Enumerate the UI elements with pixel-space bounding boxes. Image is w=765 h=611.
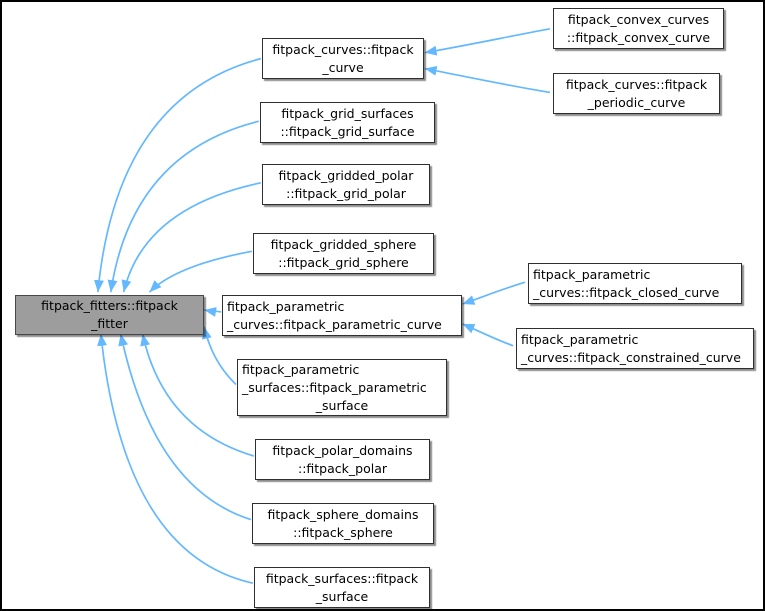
inheritance-arrow-parametric-surface-to-fitter <box>201 326 237 386</box>
node-label-line: fitpack_convex_curves <box>567 11 710 27</box>
inheritance-arrow-polar-to-fitter <box>140 333 255 457</box>
node-label-line: _curves::fitpack_parametric_curve <box>227 316 442 332</box>
node-label-line: fitpack_parametric <box>533 266 651 282</box>
node-fitpack-constrained-curve[interactable]: fitpack_parametric _curves::fitpack_cons… <box>516 328 754 369</box>
node-label-line: _surface <box>315 588 369 604</box>
node-label-line: fitpack_fitters::fitpack <box>41 298 178 313</box>
node-fitpack-sphere[interactable]: fitpack_sphere_domains ::fitpack_sphere <box>252 503 434 544</box>
node-fitpack-parametric-curve[interactable]: fitpack_parametric _curves::fitpack_para… <box>222 295 462 336</box>
node-fitpack-closed-curve[interactable]: fitpack_parametric _curves::fitpack_clos… <box>528 263 742 304</box>
inheritance-arrow-parametric-curve-to-fitter <box>204 307 222 317</box>
node-fitpack-surface[interactable]: fitpack_surfaces::fitpack _surface <box>254 567 430 608</box>
node-label-line: fitpack_surfaces::fitpack <box>265 570 419 586</box>
node-label-line: _fitter <box>91 316 128 331</box>
node-label-line: fitpack_parametric <box>521 331 639 347</box>
node-label-line: _curves::fitpack_closed_curve <box>533 284 720 300</box>
node-label-line: ::fitpack_grid_polar <box>286 185 406 201</box>
node-label-line: fitpack_gridded_sphere <box>270 236 417 252</box>
node-label-line: fitpack_gridded_polar <box>278 167 414 183</box>
node-label-line: _surface <box>315 397 369 413</box>
node-label-line: _periodic_curve <box>587 94 686 110</box>
node-label-line: ::fitpack_grid_surface <box>280 123 415 139</box>
node-label-line: ::fitpack_sphere <box>293 524 393 540</box>
node-label-line: fitpack_grid_surfaces <box>281 105 414 121</box>
node-label-line: fitpack_parametric <box>227 298 345 314</box>
node-label-line: fitpack_parametric <box>242 361 360 377</box>
node-fitpack-convex-curve[interactable]: fitpack_convex_curves ::fitpack_convex_c… <box>553 8 724 49</box>
node-label-line: _curve <box>322 59 364 75</box>
node-fitpack-parametric-surface[interactable]: fitpack_parametric _surfaces::fitpack_pa… <box>237 359 447 416</box>
node-label-line: _surfaces::fitpack_parametric <box>242 379 427 395</box>
inheritance-arrow-periodic-to-curve <box>424 65 551 94</box>
node-fitpack-fitter: fitpack_fitters::fitpack _fitter <box>15 295 204 335</box>
node-fitpack-grid-sphere[interactable]: fitpack_gridded_sphere ::fitpack_grid_sp… <box>253 233 434 274</box>
inheritance-arrow-curve-to-fitter <box>94 57 262 293</box>
node-label-line: _curves::fitpack_constrained_curve <box>521 349 741 365</box>
inheritance-arrow-constrained-to-parametric-curve <box>462 323 514 347</box>
inheritance-arrow-grid-sphere-to-fitter <box>148 250 253 293</box>
node-fitpack-polar[interactable]: fitpack_polar_domains ::fitpack_polar <box>255 439 430 480</box>
inheritance-arrow-convex-to-curve <box>424 27 551 56</box>
inheritance-arrow-sphere-to-fitter <box>118 333 252 521</box>
node-label-line: fitpack_curves::fitpack <box>272 41 414 57</box>
inheritance-arrow-surface-to-fitter <box>97 333 254 584</box>
node-fitpack-grid-surface[interactable]: fitpack_grid_surfaces ::fitpack_grid_sur… <box>260 102 435 143</box>
inheritance-arrow-grid-surface-to-fitter <box>107 120 260 293</box>
node-label-line: ::fitpack_grid_sphere <box>278 254 409 270</box>
node-label-line: ::fitpack_polar <box>297 460 387 476</box>
node-label-line: ::fitpack_convex_curve <box>566 29 711 45</box>
node-label-line: fitpack_polar_domains <box>272 442 413 458</box>
node-fitpack-curve[interactable]: fitpack_curves::fitpack _curve <box>262 38 424 79</box>
inheritance-arrow-grid-polar-to-fitter <box>121 181 261 293</box>
node-fitpack-grid-polar[interactable]: fitpack_gridded_polar ::fitpack_grid_pol… <box>262 164 430 205</box>
node-fitpack-periodic-curve[interactable]: fitpack_curves::fitpack _periodic_curve <box>553 73 720 114</box>
node-label-line: fitpack_curves::fitpack <box>565 76 708 92</box>
node-label-line: fitpack_sphere_domains <box>267 506 419 522</box>
inheritance-arrow-closed-to-parametric-curve <box>462 281 526 305</box>
